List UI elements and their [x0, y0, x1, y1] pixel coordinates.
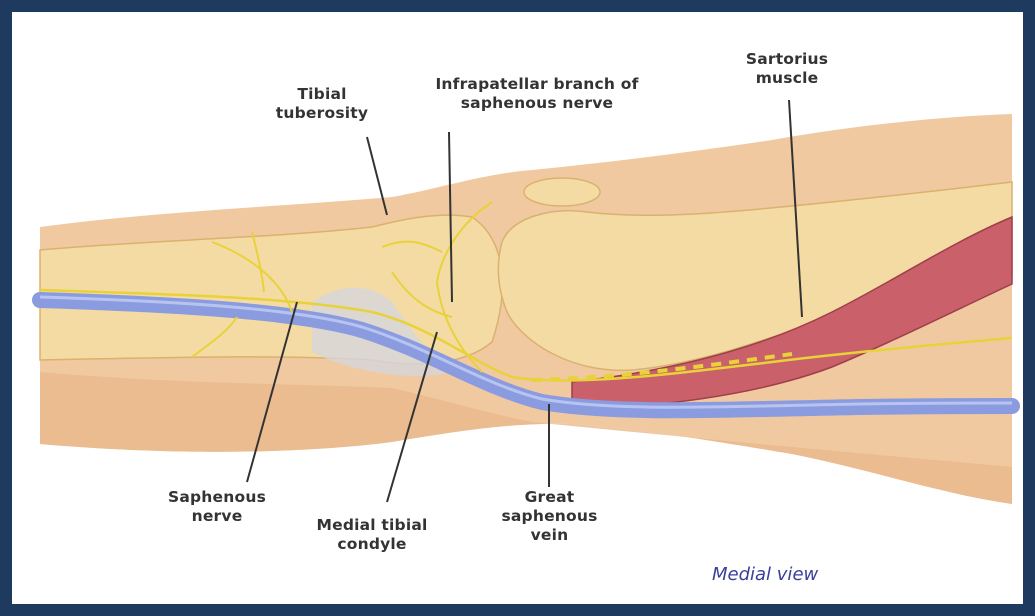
patella-bone	[524, 178, 600, 206]
label-sartorius-muscle: Sartorius muscle	[727, 50, 847, 88]
label-saphenous-nerve: Saphenous nerve	[152, 488, 282, 526]
label-medial-tibial-condyle: Medial tibial condyle	[297, 516, 447, 554]
label-view: Medial view	[712, 564, 818, 585]
label-infrapatellar-branch: Infrapatellar branch of saphenous nerve	[387, 75, 687, 113]
diagram-panel: Tibial tuberosity Infrapatellar branch o…	[12, 12, 1023, 604]
label-tibial-tuberosity: Tibial tuberosity	[262, 85, 382, 123]
label-great-saphenous-vein: Great saphenous vein	[482, 488, 617, 545]
